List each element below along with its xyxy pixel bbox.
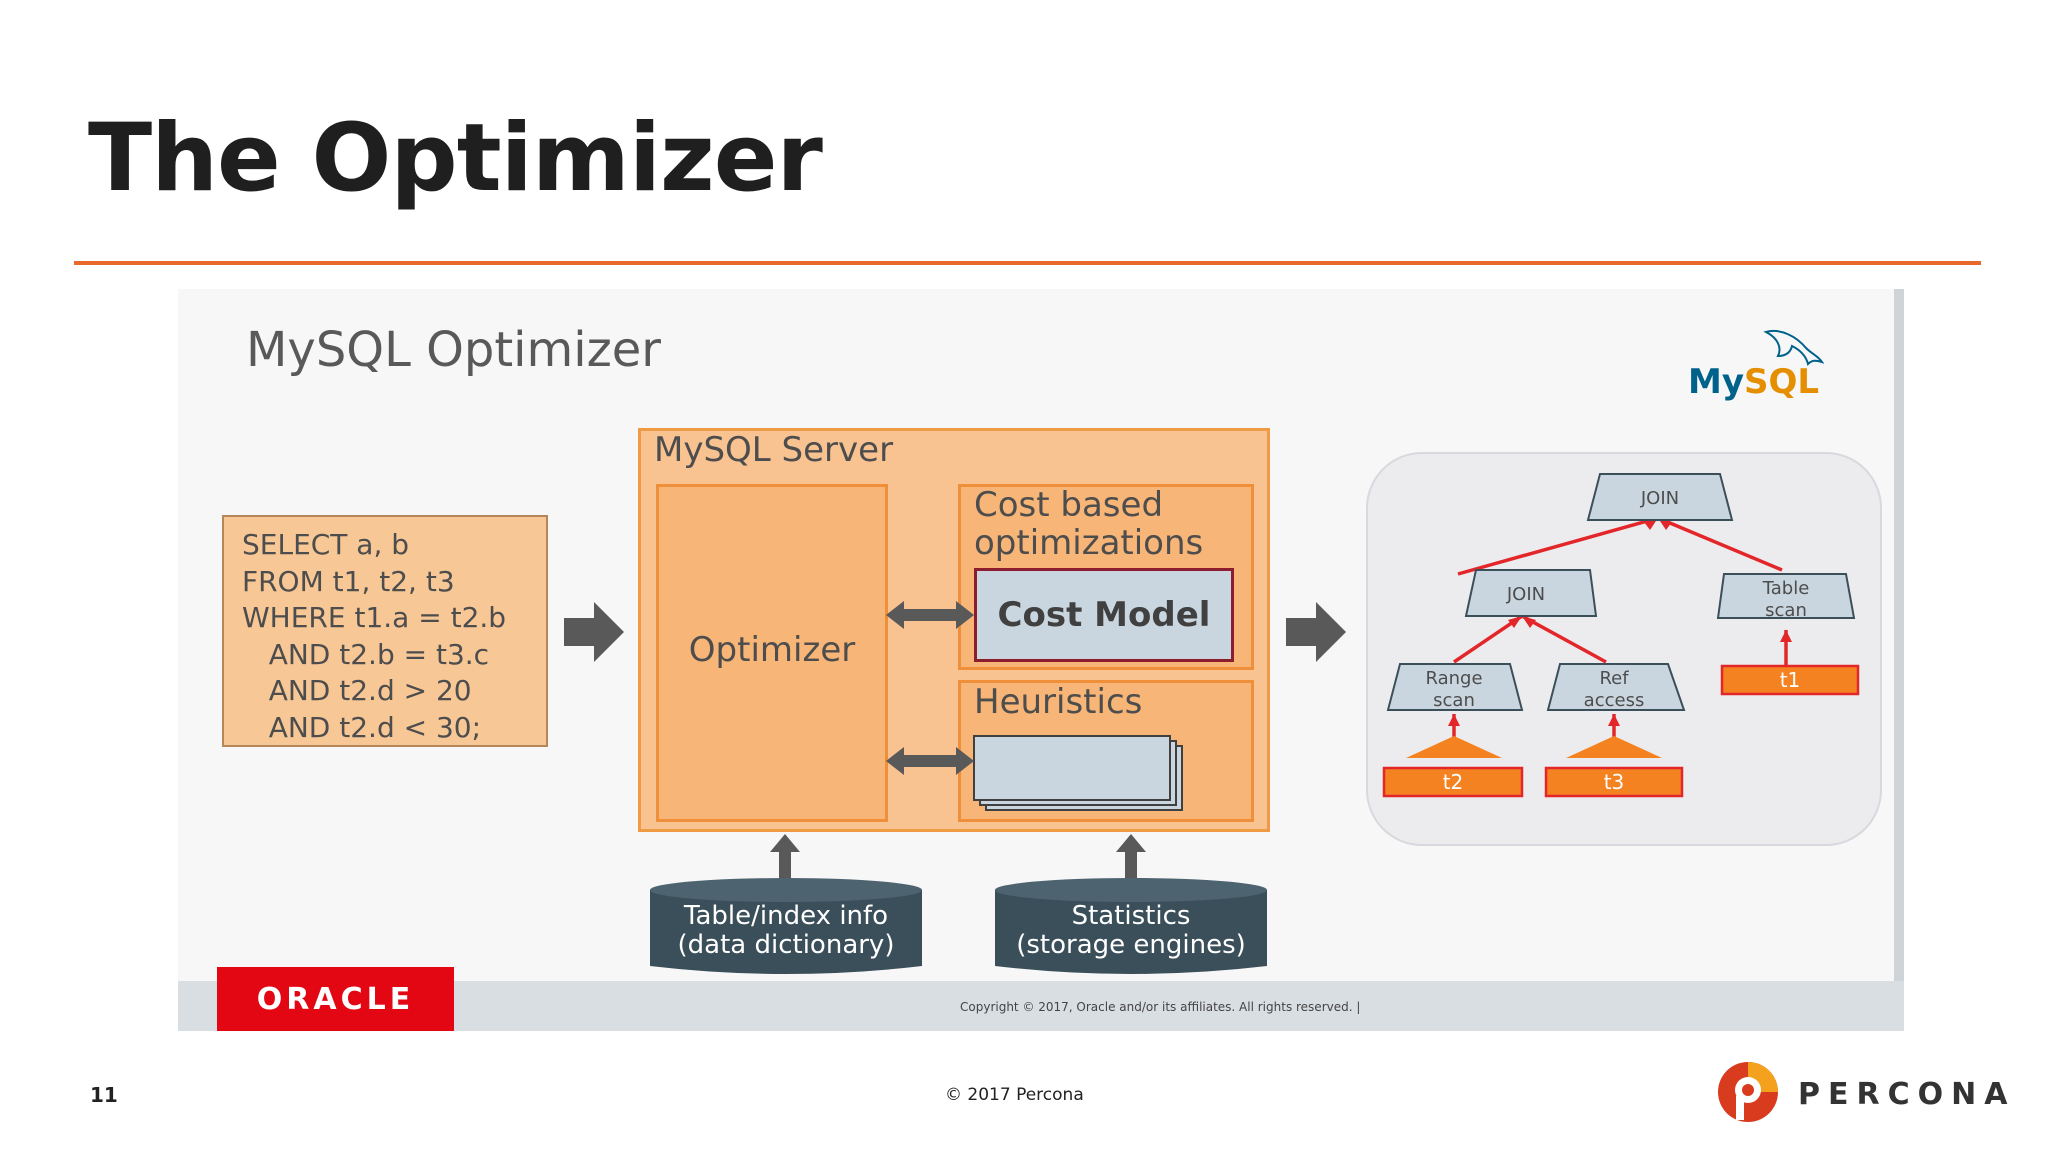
- cost-based-optimizations-label: Cost based optimizations: [974, 485, 1204, 563]
- mysql-logo: MySQL: [1688, 362, 1820, 402]
- sql-query-box: SELECT a, b FROM t1, t2, t3 WHERE t1.a =…: [222, 515, 548, 747]
- query-plan-tree: JOIN JOIN Table scan Range scan Ref acce…: [1382, 473, 1860, 798]
- table-scan-label: scan: [1765, 600, 1807, 621]
- range-scan-label: scan: [1433, 690, 1475, 711]
- cost-model-box: Cost Model: [974, 568, 1234, 662]
- percona-logo-icon: [1718, 1062, 1778, 1122]
- embedded-slide-title: MySQL Optimizer: [246, 322, 662, 378]
- optimizer-box: [656, 484, 888, 822]
- table-t3-label: t3: [1604, 770, 1625, 794]
- ref-access-label: access: [1584, 690, 1645, 711]
- arrow-up-icon: [1116, 834, 1146, 890]
- heuristics-stack-icon: [973, 735, 1183, 811]
- oracle-logo: ORACLE: [217, 967, 454, 1031]
- double-arrow-icon: [886, 747, 974, 775]
- cost-model-label: Cost Model: [997, 595, 1211, 635]
- join-root-label: JOIN: [1640, 488, 1679, 509]
- database-icon: [995, 878, 1267, 974]
- statistics-label: Statistics (storage engines): [1016, 901, 1246, 960]
- heuristics-label: Heuristics: [974, 682, 1143, 722]
- table-t1-label: t1: [1780, 668, 1801, 692]
- embedded-footer-bar: [178, 981, 1904, 1031]
- table-scan-label: Table: [1762, 578, 1810, 599]
- optimizer-label: Optimizer: [688, 630, 856, 670]
- ref-access-label: Ref: [1599, 668, 1629, 689]
- range-scan-label: Range: [1425, 668, 1482, 689]
- database-icon: [650, 878, 922, 974]
- slide-title: The Optimizer: [88, 104, 823, 213]
- arrow-right-icon: [564, 602, 624, 662]
- embedded-right-bar: [1894, 289, 1904, 981]
- arrow-right-icon: [1286, 602, 1346, 662]
- arrow-up-icon: [770, 834, 800, 890]
- data-dictionary-label: Table/index info (data dictionary): [677, 901, 895, 960]
- dolphin-icon: [1763, 330, 1824, 366]
- sql-line: FROM t1, t2, t3: [242, 564, 455, 598]
- sql-line: AND t2.d > 20: [242, 674, 472, 707]
- double-arrow-icon: [886, 601, 974, 629]
- sql-line: AND t2.b = t3.c: [242, 637, 490, 671]
- slide-number: 11: [90, 1083, 118, 1107]
- sql-line: AND t2.d < 30;: [242, 710, 482, 744]
- sql-line: WHERE t1.a = t2.b: [242, 601, 507, 634]
- title-divider: [74, 261, 1981, 265]
- mysql-server-label: MySQL Server: [654, 430, 894, 470]
- embedded-copyright: Copyright © 2017, Oracle and/or its affi…: [960, 1000, 1361, 1014]
- join-inner-label: JOIN: [1506, 584, 1545, 605]
- percona-wordmark: PERCONA: [1798, 1077, 2016, 1112]
- sql-line: SELECT a, b: [242, 528, 410, 561]
- slide-copyright: © 2017 Percona: [945, 1085, 1084, 1105]
- table-t2-label: t2: [1443, 770, 1464, 794]
